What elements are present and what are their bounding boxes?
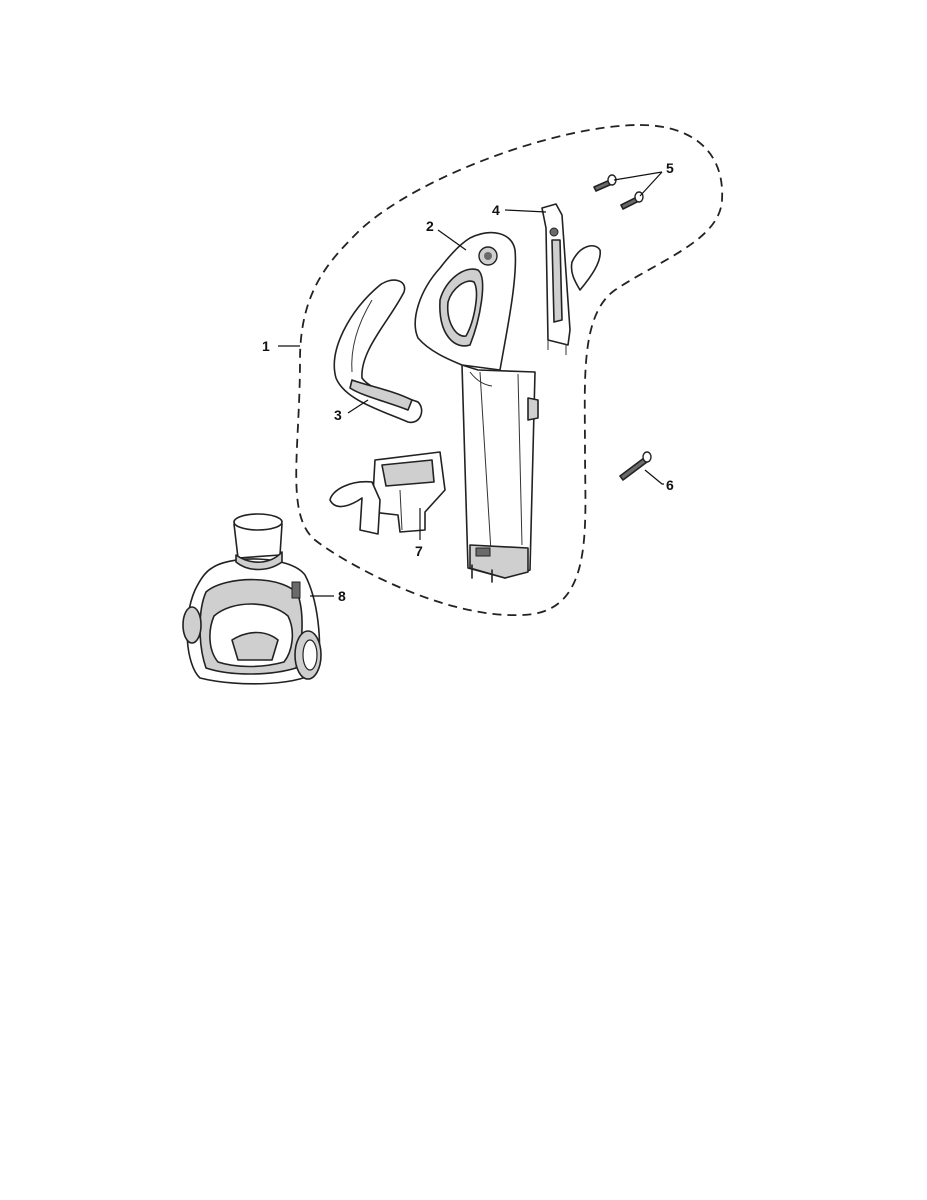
leader-line-5a <box>613 171 663 181</box>
callout-1: 1 <box>262 338 270 354</box>
handle-tube-body-part <box>414 231 539 583</box>
callout-4: 4 <box>492 202 500 218</box>
leader-line-5b <box>639 171 663 197</box>
curved-trigger-lever-part <box>333 279 423 424</box>
leader-line-4 <box>504 209 547 213</box>
leader-line-6 <box>644 469 664 485</box>
short-screw-upper <box>593 174 617 192</box>
slide-latch-bracket-part <box>541 203 601 355</box>
long-screw-part <box>619 451 652 481</box>
leader-line-2 <box>437 229 467 251</box>
short-screw-lower <box>620 191 644 210</box>
assembly-boundary-dashed-outline <box>295 124 723 616</box>
turbo-brush-nozzle-part <box>182 513 322 685</box>
leader-line-3 <box>347 399 369 414</box>
hose-clip-part <box>329 451 446 535</box>
callout-5: 5 <box>666 160 674 176</box>
short-screw-pair-part <box>593 174 644 210</box>
callout-8: 8 <box>338 588 346 604</box>
callout-7: 7 <box>415 543 423 559</box>
callout-6: 6 <box>666 477 674 493</box>
callout-3: 3 <box>334 407 342 423</box>
callout-2: 2 <box>426 218 434 234</box>
